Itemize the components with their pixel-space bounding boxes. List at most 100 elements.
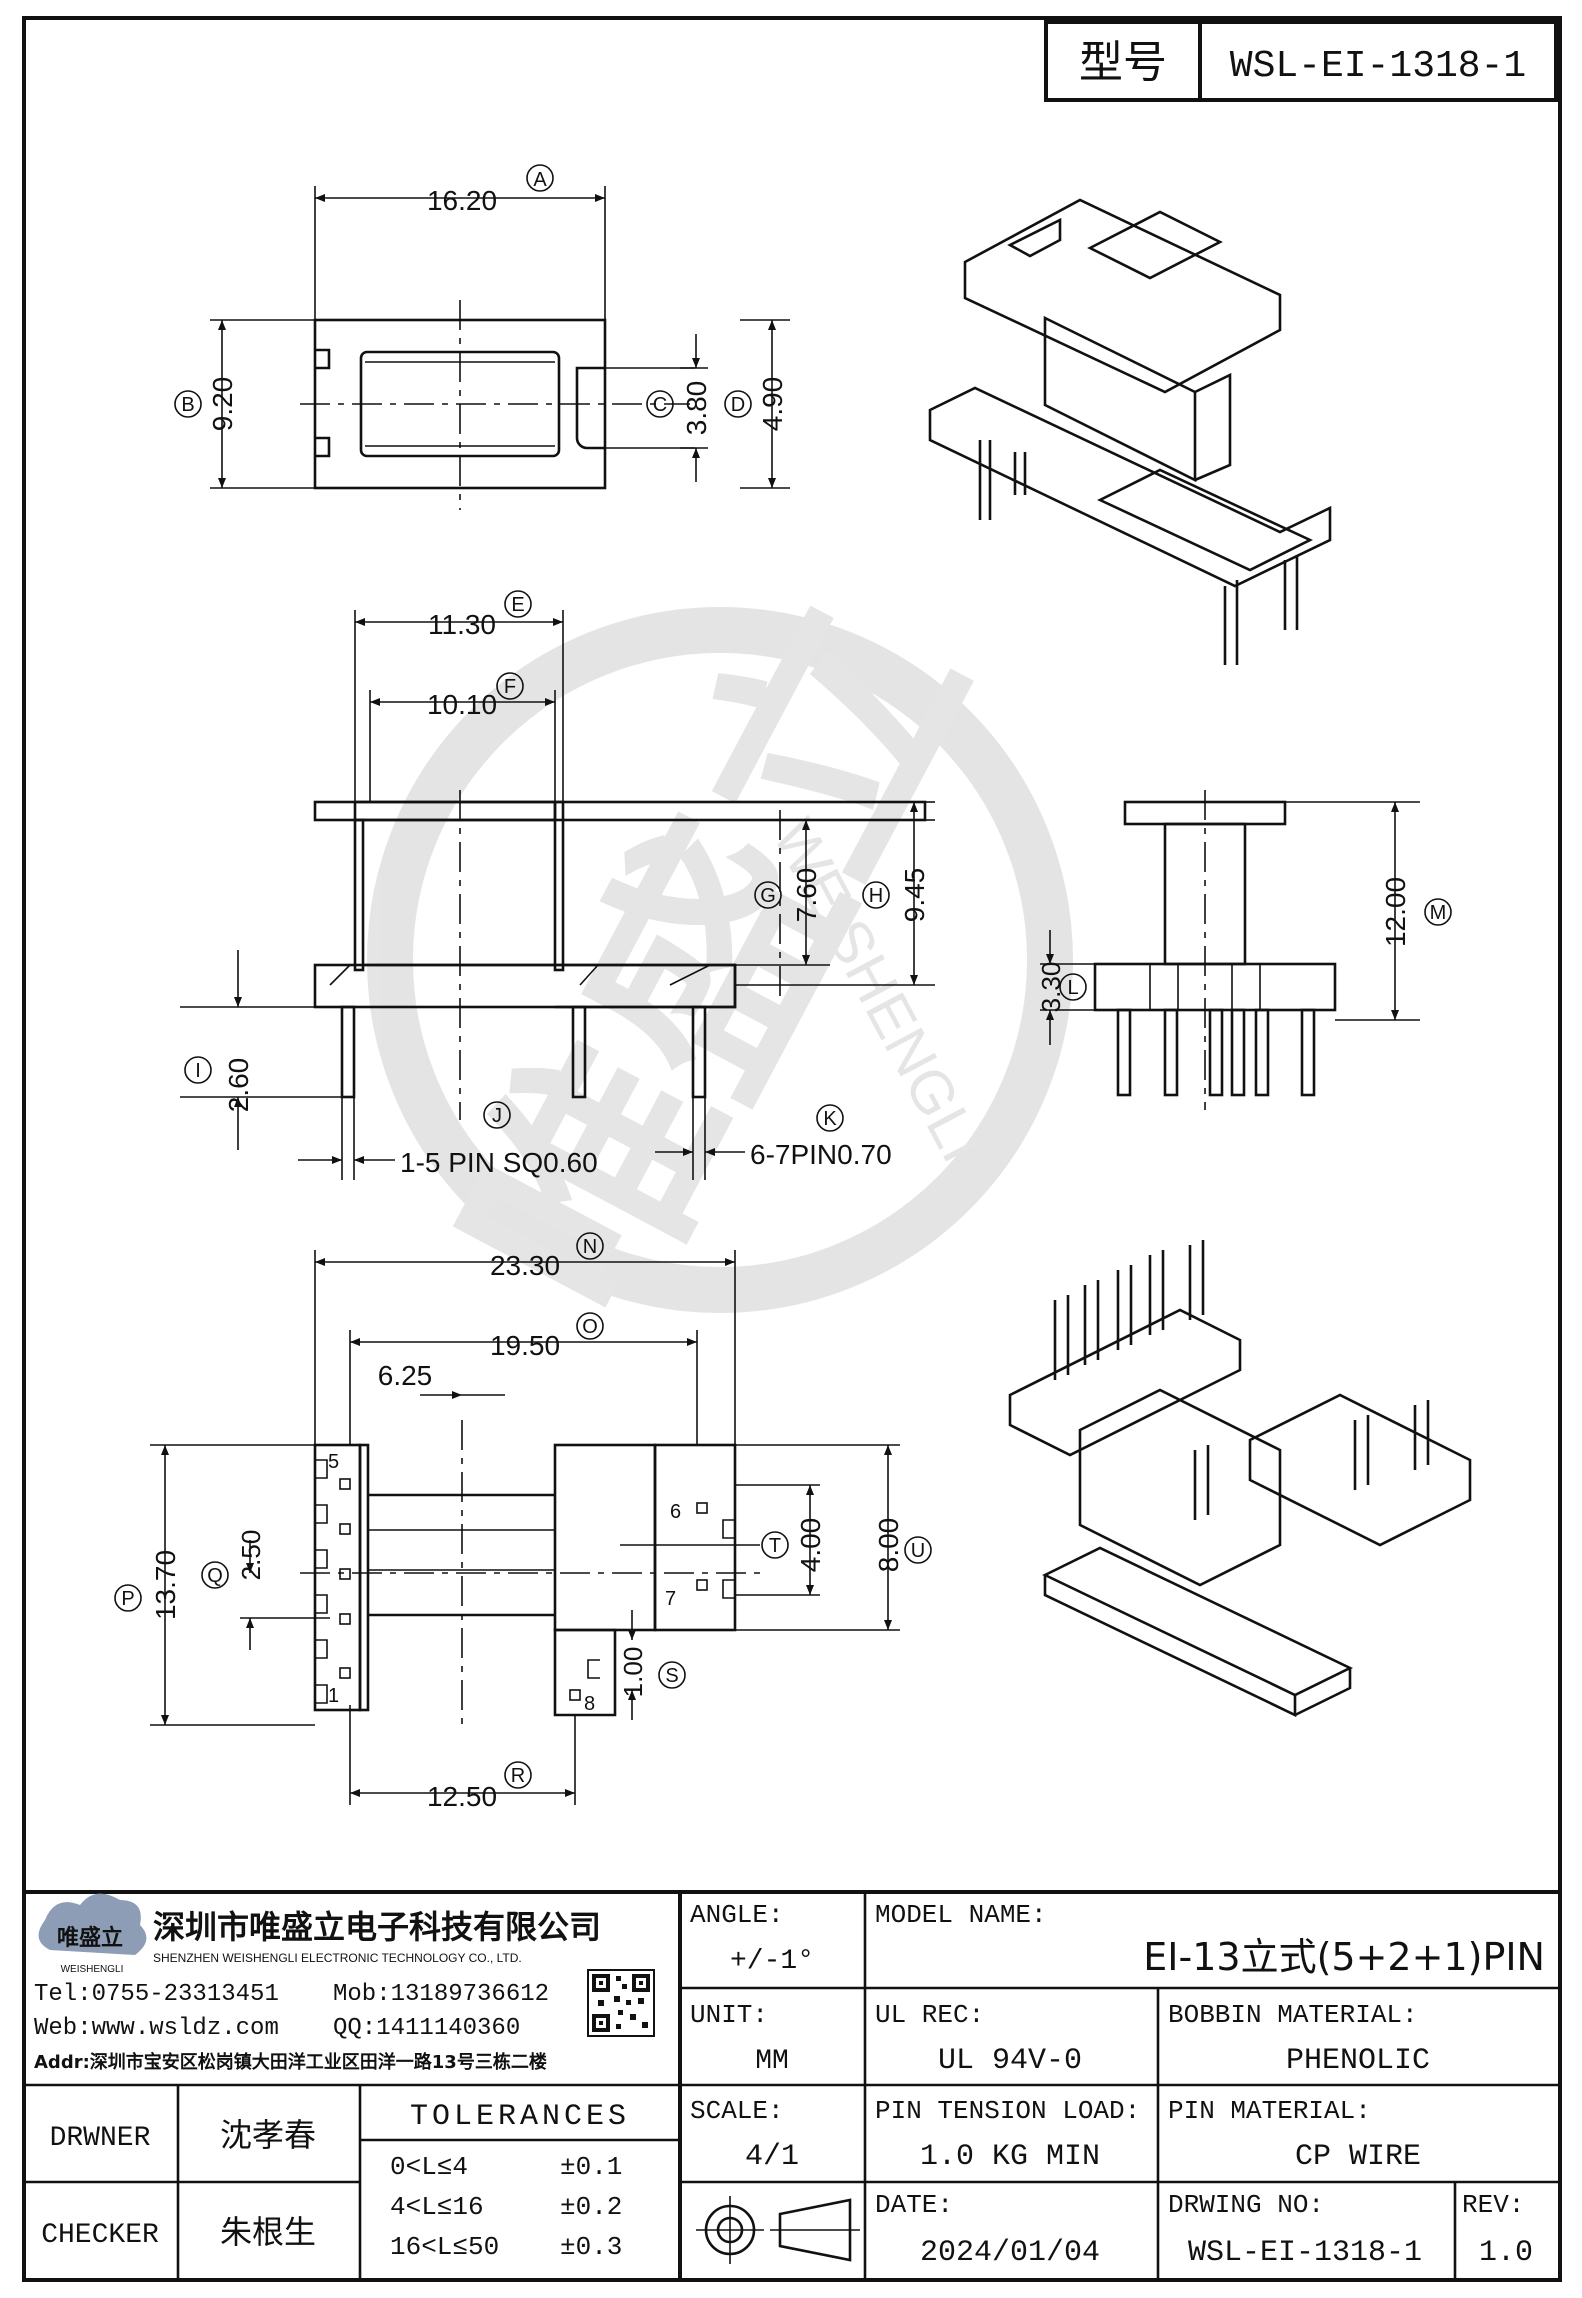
drawing-no-value: WSL-EI-1318-1 (1188, 2236, 1422, 2270)
pin-label-8: 8 (584, 1693, 595, 1715)
date-label: DATE: (875, 2190, 953, 2220)
dim-t-value: 4.00 (795, 1518, 826, 1573)
pin-tension-label: PIN TENSION LOAD: (875, 2096, 1140, 2126)
svg-text:J: J (492, 1105, 502, 1127)
svg-text:M: M (1430, 902, 1447, 924)
company-qq: QQ:1411140360 (333, 2015, 520, 2042)
svg-text:D: D (731, 394, 745, 416)
svg-text:P: P (121, 1588, 134, 1610)
dim-p-value: 13.70 (150, 1550, 181, 1620)
qr-code (587, 1969, 655, 2037)
dim-g-value: 7.60 (791, 868, 822, 923)
dim-h-value: 9.45 (899, 868, 930, 923)
dim-u-value: 8.00 (873, 1518, 904, 1573)
svg-text:R: R (511, 1765, 525, 1787)
model-label: 型号 (1079, 37, 1167, 88)
side-view: 12.00 M 3.30 L (1036, 790, 1452, 1110)
company-name-cn: 深圳市唯盛立电子科技有限公司 (153, 1908, 601, 1946)
svg-text:B: B (181, 394, 194, 416)
date-value: 2024/01/04 (920, 2236, 1100, 2270)
rev-label: REV: (1462, 2190, 1524, 2220)
dim-s-value: 1.00 (618, 1647, 648, 1698)
pin-1-5-spec: 1-5 PIN SQ0.60 (400, 1147, 598, 1178)
checker-value: 朱根生 (220, 2213, 316, 2251)
ul-value: UL 94V-0 (938, 2044, 1082, 2078)
pin-label-6: 6 (670, 1501, 681, 1523)
svg-text:T: T (769, 1535, 781, 1557)
svg-text:O: O (582, 1316, 598, 1338)
rev-value: 1.0 (1479, 2236, 1533, 2270)
bobbin-material-label: BOBBIN MATERIAL: (1168, 2000, 1418, 2030)
company-name-en: SHENZHEN WEISHENGLI ELECTRONIC TECHNOLOG… (153, 1951, 522, 1965)
checker-label: CHECKER (41, 2220, 159, 2251)
svg-text:G: G (760, 885, 776, 907)
dim-l-value: 3.30 (1036, 962, 1066, 1013)
pin-label-7: 7 (665, 1588, 676, 1610)
pin-material-value: CP WIRE (1295, 2140, 1421, 2174)
projection-symbol-icon (696, 2196, 860, 2264)
unit-label: UNIT: (690, 2000, 768, 2030)
dim-m-value: 12.00 (1380, 877, 1411, 947)
svg-text:U: U (911, 1540, 925, 1562)
svg-text:K: K (823, 1108, 837, 1130)
front-view: 11.30 E 10.10 F 7.60 G 9.45 H 2.60 I J 1… (180, 590, 935, 1180)
pin-material-label: PIN MATERIAL: (1168, 2096, 1371, 2126)
drawing-no-label: DRWING NO: (1168, 2190, 1324, 2220)
angle-label: ANGLE: (690, 1900, 784, 1930)
svg-text:I: I (195, 1060, 201, 1082)
tol-range-2: 4<L≤16 (390, 2192, 484, 2222)
pin-label-5: 5 (328, 1451, 339, 1473)
tol-range-3: 16<L≤50 (390, 2232, 499, 2262)
svg-text:唯盛立: 唯盛立 (57, 1925, 123, 1951)
svg-text:F: F (504, 676, 516, 698)
drawer-label: DRWNER (50, 2123, 151, 2154)
company-address: Addr:深圳市宝安区松岗镇大田洋工业区田洋一路13号三栋二楼 (34, 2051, 547, 2073)
dim-n-value: 23.30 (490, 1250, 560, 1281)
iso-view-top (928, 198, 1332, 665)
dim-e-value: 11.30 (428, 609, 496, 640)
company-web: Web:www.wsldz.com (34, 2015, 279, 2042)
dim-q-value: 2.50 (236, 1530, 266, 1581)
scale-label: SCALE: (690, 2096, 784, 2126)
svg-text:C: C (653, 394, 667, 416)
pin-label-1: 1 (328, 1685, 339, 1707)
dim-o-value: 19.50 (490, 1330, 560, 1361)
dim-d-value: 4.90 (757, 377, 788, 432)
model-number: WSL-EI-1318-1 (1230, 45, 1526, 88)
dim-i-value: 2.60 (223, 1058, 254, 1113)
scale-value: 4/1 (745, 2140, 799, 2174)
unit-value: MM (755, 2046, 789, 2077)
title-block: 唯盛立 WEISHENGLI 深圳市唯盛立电子科技有限公司 SHENZHEN W… (24, 1890, 1560, 2280)
svg-text:N: N (583, 1236, 597, 1258)
model-name-label: MODEL NAME: (875, 1900, 1047, 1930)
company-tel: Tel:0755-23313451 (34, 1981, 279, 2008)
header-model-box: 型号 WSL-EI-1318-1 (1044, 20, 1558, 102)
pin-6-7-spec: 6-7PIN0.70 (750, 1139, 892, 1170)
watermark: 唯盛立 WEISHENGLI (367, 558, 1073, 1356)
tol-value-2: ±0.2 (560, 2192, 622, 2222)
tol-range-1: 0<L≤4 (390, 2152, 468, 2182)
top-view: 16.20 A 9.20 B 3.80 C 4.90 D (174, 164, 790, 510)
pin-tension-value: 1.0 KG MIN (920, 2140, 1100, 2174)
outer-frame (22, 16, 1562, 2282)
dim-625-value: 6.25 (378, 1360, 433, 1391)
svg-text:L: L (1067, 977, 1078, 999)
ul-label: UL REC: (875, 2000, 984, 2030)
svg-text:H: H (869, 885, 883, 907)
svg-text:Q: Q (207, 1565, 223, 1587)
iso-view-bottom (1008, 1240, 1472, 1718)
bobbin-material-value: PHENOLIC (1286, 2044, 1430, 2078)
dim-a-value: 16.20 (427, 185, 497, 216)
tol-value-3: ±0.3 (560, 2232, 622, 2262)
svg-text:S: S (665, 1665, 678, 1687)
svg-text:WEISHENGLI: WEISHENGLI (61, 1964, 124, 1975)
dim-b-value: 9.20 (207, 377, 238, 432)
angle-value: +/-1° (730, 1946, 814, 1977)
dim-c-value: 3.80 (681, 381, 712, 436)
tolerances-label: TOLERANCES (410, 2100, 630, 2134)
tol-value-1: ±0.1 (560, 2152, 622, 2182)
company-logo: 唯盛立 WEISHENGLI (38, 1893, 147, 1975)
company-mob: Mob:13189736612 (333, 1981, 549, 2008)
svg-text:A: A (533, 169, 547, 191)
